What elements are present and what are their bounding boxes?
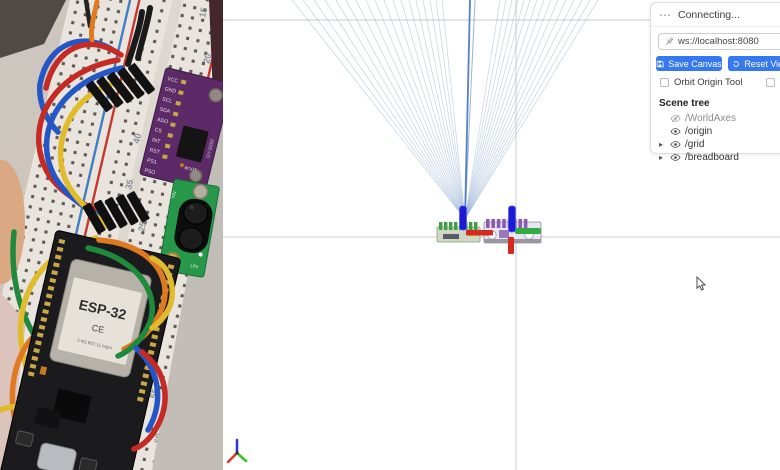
mouse-cursor bbox=[696, 275, 707, 291]
eye-icon[interactable] bbox=[670, 139, 681, 150]
pin-label: SDA bbox=[159, 107, 171, 116]
pin-label: PSO bbox=[144, 168, 156, 176]
eye-icon[interactable] bbox=[670, 152, 681, 163]
caret-icon[interactable]: ▸ bbox=[659, 140, 664, 149]
orbit-origin-tool-checkbox[interactable]: Orbit Origin Tool bbox=[660, 77, 742, 88]
eye-off-icon[interactable] bbox=[670, 113, 681, 124]
esp32-ce-mark: CE bbox=[91, 323, 105, 336]
connection-status: Connecting... bbox=[678, 9, 740, 21]
pin-label: PS1 bbox=[146, 158, 157, 166]
row-number: 25 bbox=[136, 220, 148, 232]
reset-icon bbox=[733, 60, 740, 67]
scene-tree-item-grid[interactable]: ▸ /grid bbox=[651, 138, 780, 151]
row-number: 40 bbox=[131, 132, 143, 144]
dev-settings-checkbox[interactable]: Dev Settings bbox=[766, 77, 780, 88]
pin-label: VCC bbox=[167, 76, 179, 85]
dupont-connectors-upper bbox=[85, 63, 155, 112]
row-number: 20 bbox=[201, 52, 213, 64]
pin-label: ADO bbox=[156, 117, 168, 126]
jumper-wires-esp32 bbox=[85, 237, 175, 452]
reset-view-button[interactable]: Reset View bbox=[728, 56, 780, 71]
panel-buttons-row: Save Canvas Reset View bbox=[656, 56, 780, 71]
row-number: 55 bbox=[148, 387, 160, 399]
checkbox-box[interactable] bbox=[766, 78, 776, 87]
tof-pin-label: VIN bbox=[170, 191, 177, 200]
webcam-photo-breadboard: 15 20 40 35 25 50 55 60 bbox=[0, 0, 223, 470]
esp32-usb-port bbox=[36, 442, 77, 470]
orbit-origin-tool-label: Orbit Origin Tool bbox=[674, 77, 743, 88]
scene-tree-title: Scene tree bbox=[659, 98, 710, 109]
background-dark-corner bbox=[0, 0, 66, 58]
checkbox-box[interactable] bbox=[660, 78, 669, 87]
caret-icon[interactable]: ▸ bbox=[659, 153, 664, 162]
tof-sensor-board: VIN LPn bbox=[158, 178, 220, 278]
scene-tree-item-label: /breadboard bbox=[685, 152, 739, 163]
sensor-board-name: GY-9250 bbox=[205, 138, 216, 159]
pin-label: SCL bbox=[161, 96, 172, 104]
boot-label: BOOT bbox=[184, 165, 198, 173]
save-canvas-button[interactable]: Save Canvas bbox=[656, 56, 722, 71]
control-panel: ⋯ Connecting... ws://localhost:8080 Save… bbox=[650, 2, 780, 163]
tof-label: LPn bbox=[190, 263, 199, 269]
dupont-connectors-lower bbox=[82, 191, 150, 234]
esp32-button-en bbox=[15, 430, 34, 447]
orientation-axes-gizmo[interactable] bbox=[226, 438, 248, 464]
imu-sensor-board: VCC GND SCL SDA ADO CS INT RST PS1 PSO B… bbox=[139, 67, 223, 191]
gizmo-left[interactable] bbox=[459, 205, 494, 236]
row-number: 15 bbox=[197, 6, 209, 18]
panel-divider bbox=[651, 26, 780, 27]
viewer-canvas[interactable] bbox=[223, 0, 780, 470]
save-icon bbox=[656, 60, 664, 67]
save-canvas-label: Save Canvas bbox=[668, 58, 722, 69]
pin-label: GND bbox=[164, 86, 177, 95]
pin-label: INT bbox=[151, 137, 161, 145]
connection-status-row: ⋯ Connecting... bbox=[651, 3, 780, 26]
scene-tree-item-worldaxes[interactable]: /WorldAxes bbox=[651, 112, 780, 125]
pin-label: CS bbox=[154, 127, 163, 135]
websocket-url-value: ws://localhost:8080 bbox=[678, 36, 759, 47]
row-number: 35 bbox=[123, 178, 135, 190]
ellipsis-icon: ⋯ bbox=[659, 8, 672, 22]
scene-tree-item-label: /origin bbox=[685, 126, 713, 137]
scene-tree-item-breadboard[interactable]: ▸ /breadboard bbox=[651, 151, 780, 164]
scene-tree-item-origin[interactable]: /origin bbox=[651, 125, 780, 138]
light-rays bbox=[291, 0, 599, 220]
reset-view-label: Reset View bbox=[744, 58, 780, 69]
panel-checkbox-row: Orbit Origin Tool Dev Settings bbox=[660, 77, 780, 88]
scene-tree-item-label: /grid bbox=[685, 139, 705, 150]
connection-icon bbox=[666, 37, 674, 45]
websocket-url-input[interactable]: ws://localhost:8080 bbox=[658, 33, 780, 50]
eye-icon[interactable] bbox=[670, 126, 681, 137]
gizmo-right[interactable] bbox=[508, 205, 516, 254]
pin-label: RST bbox=[149, 147, 161, 156]
finger-blob bbox=[0, 160, 25, 284]
scene-tree-item-label: /WorldAxes bbox=[685, 113, 736, 124]
